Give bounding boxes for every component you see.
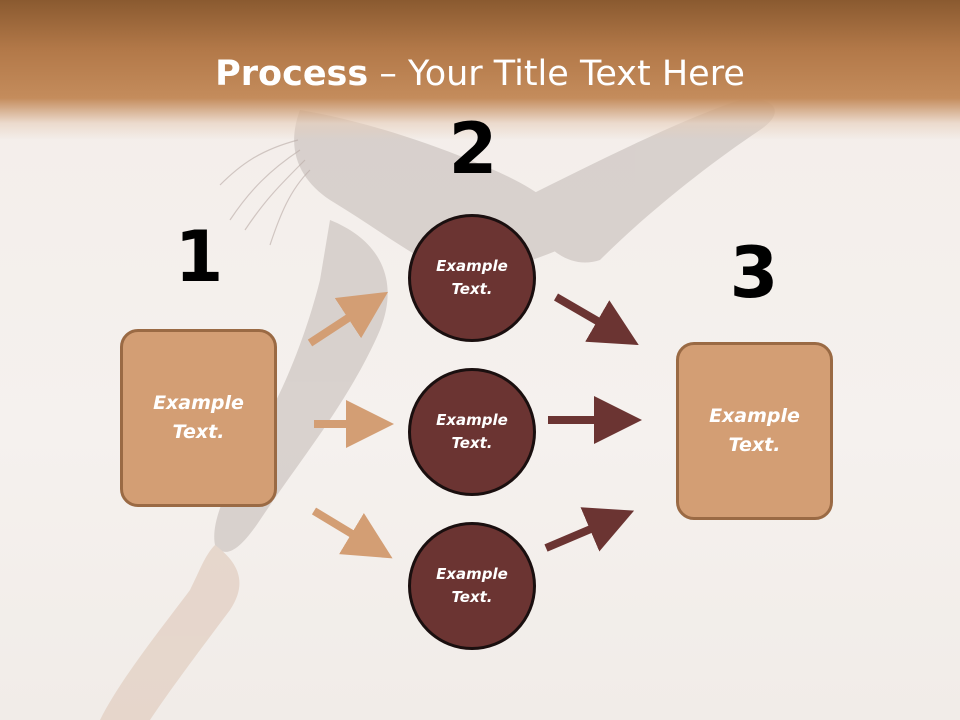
title-band <box>0 0 960 140</box>
title-bold: Process <box>215 54 369 94</box>
arrow-left-to-bottom <box>311 507 393 559</box>
arrow-bottom-to-right <box>544 507 635 552</box>
arrow-top-to-right <box>553 293 639 346</box>
step-number-2: 2 <box>448 108 498 190</box>
step-number-1: 1 <box>174 216 224 298</box>
right-box: Example Text. <box>676 342 833 520</box>
arrow-left-to-top <box>307 291 389 347</box>
circle-middle: Example Text. <box>408 368 536 496</box>
slide-title: Process – Your Title Text Here <box>0 52 960 96</box>
circle-top: Example Text. <box>408 214 536 342</box>
step-number-3: 3 <box>729 232 779 314</box>
left-box: Example Text. <box>120 329 277 507</box>
circle-bottom: Example Text. <box>408 522 536 650</box>
title-rest: – Your Title Text Here <box>368 54 745 94</box>
